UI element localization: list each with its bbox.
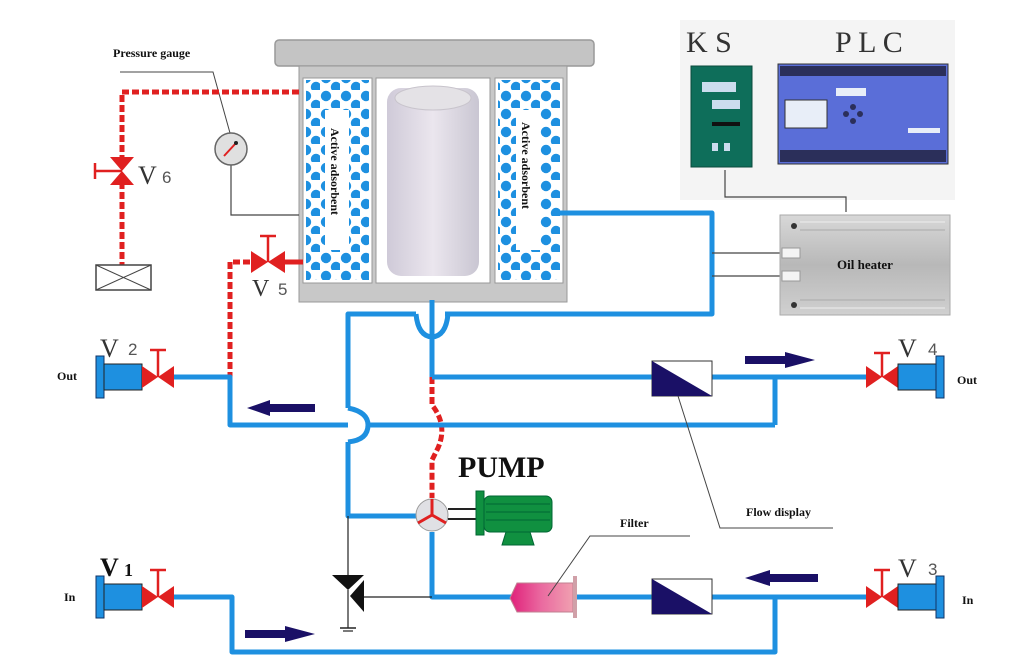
filter-element	[509, 576, 577, 618]
flowmeter-bottom	[651, 578, 713, 615]
port-v4	[897, 355, 945, 399]
pipe-v2-outlet	[170, 374, 348, 428]
valve-v3[interactable]	[866, 568, 898, 608]
flow-arrow-left-upper	[247, 400, 315, 416]
relief-valve-icon	[332, 516, 432, 628]
port-v1-label: In	[64, 590, 76, 604]
port-v3-label: In	[962, 593, 974, 607]
filter-label: Filter	[620, 516, 649, 530]
port-v4-label: Out	[957, 373, 977, 387]
active-adsorbent-label-left: Active adsorbent	[328, 128, 342, 215]
flow-arrows	[245, 352, 818, 642]
filter-cartridge	[387, 88, 479, 276]
plc-label: P L C	[835, 26, 903, 59]
valve-v2-number: 2	[128, 340, 137, 359]
pipe-v1-inlet	[170, 594, 778, 655]
valve-v3-number: 3	[928, 560, 937, 579]
flow-arrow-left-lower	[745, 570, 818, 586]
valve-v2-letter: V	[100, 334, 119, 363]
vacuum-lines	[119, 89, 445, 498]
valve-v4-number: 4	[928, 340, 937, 359]
valve-v6[interactable]	[93, 157, 134, 185]
pipe-heater-loop	[445, 210, 715, 317]
plc-unit	[777, 63, 949, 165]
ground-icon	[340, 627, 356, 632]
pump-icon	[415, 498, 449, 532]
valve-v3-letter: V	[898, 554, 917, 583]
pipe-left-riser	[345, 311, 416, 408]
valve-v5[interactable]	[251, 234, 285, 273]
ks-label: K S	[686, 26, 732, 59]
flow-display-leader-line	[677, 395, 833, 529]
pressure-gauge-icon	[214, 132, 248, 166]
active-adsorbent-label-right: Active adsorbent	[519, 122, 533, 209]
vacuum-line-v5	[227, 259, 250, 377]
valve-v2[interactable]	[142, 348, 174, 388]
valve-v5-number: 5	[278, 280, 287, 299]
vacuum-outlet-box	[95, 264, 152, 291]
flow-arrow-right-lower	[245, 626, 315, 642]
valve-v5-letter: V	[252, 276, 270, 302]
filter-leader-line	[547, 535, 690, 597]
valve-v1-letter: V	[100, 553, 119, 582]
valve-v6-number: 6	[162, 168, 171, 187]
port-v1	[95, 575, 143, 619]
tank-lid	[274, 39, 595, 67]
pipe-to-pump	[345, 442, 418, 519]
pressure-gauge-leader-line	[120, 71, 231, 134]
vacuum-line-pump	[429, 377, 445, 498]
valve-v4[interactable]	[866, 351, 898, 388]
port-v2-label: Out	[57, 369, 77, 383]
vacuum-line-top	[119, 89, 299, 160]
pump-motor-icon	[448, 490, 553, 546]
pressure-gauge-label: Pressure gauge	[113, 46, 191, 60]
pump-label: PUMP	[458, 451, 545, 484]
valve-v1-number: 1	[124, 560, 133, 580]
adsorption-tank: Active adsorbent Active adsorbent	[274, 39, 595, 303]
port-v3	[897, 575, 945, 619]
pipe-pump-to-filter	[429, 532, 512, 600]
flowmeter-top	[651, 360, 713, 397]
valve-v4-letter: V	[898, 334, 917, 363]
flow-display-label: Flow display	[746, 505, 811, 519]
pressure-gauge-connection	[230, 163, 299, 216]
oil-pipes	[170, 210, 866, 655]
ks-controller	[690, 65, 753, 168]
oil-heater	[779, 214, 951, 316]
valve-v1[interactable]	[142, 568, 174, 608]
valve-v6-letter: V	[138, 161, 157, 190]
flow-arrow-right-upper	[745, 352, 815, 368]
ks-heater-wire	[724, 170, 847, 212]
oil-heater-label: Oil heater	[837, 257, 893, 272]
